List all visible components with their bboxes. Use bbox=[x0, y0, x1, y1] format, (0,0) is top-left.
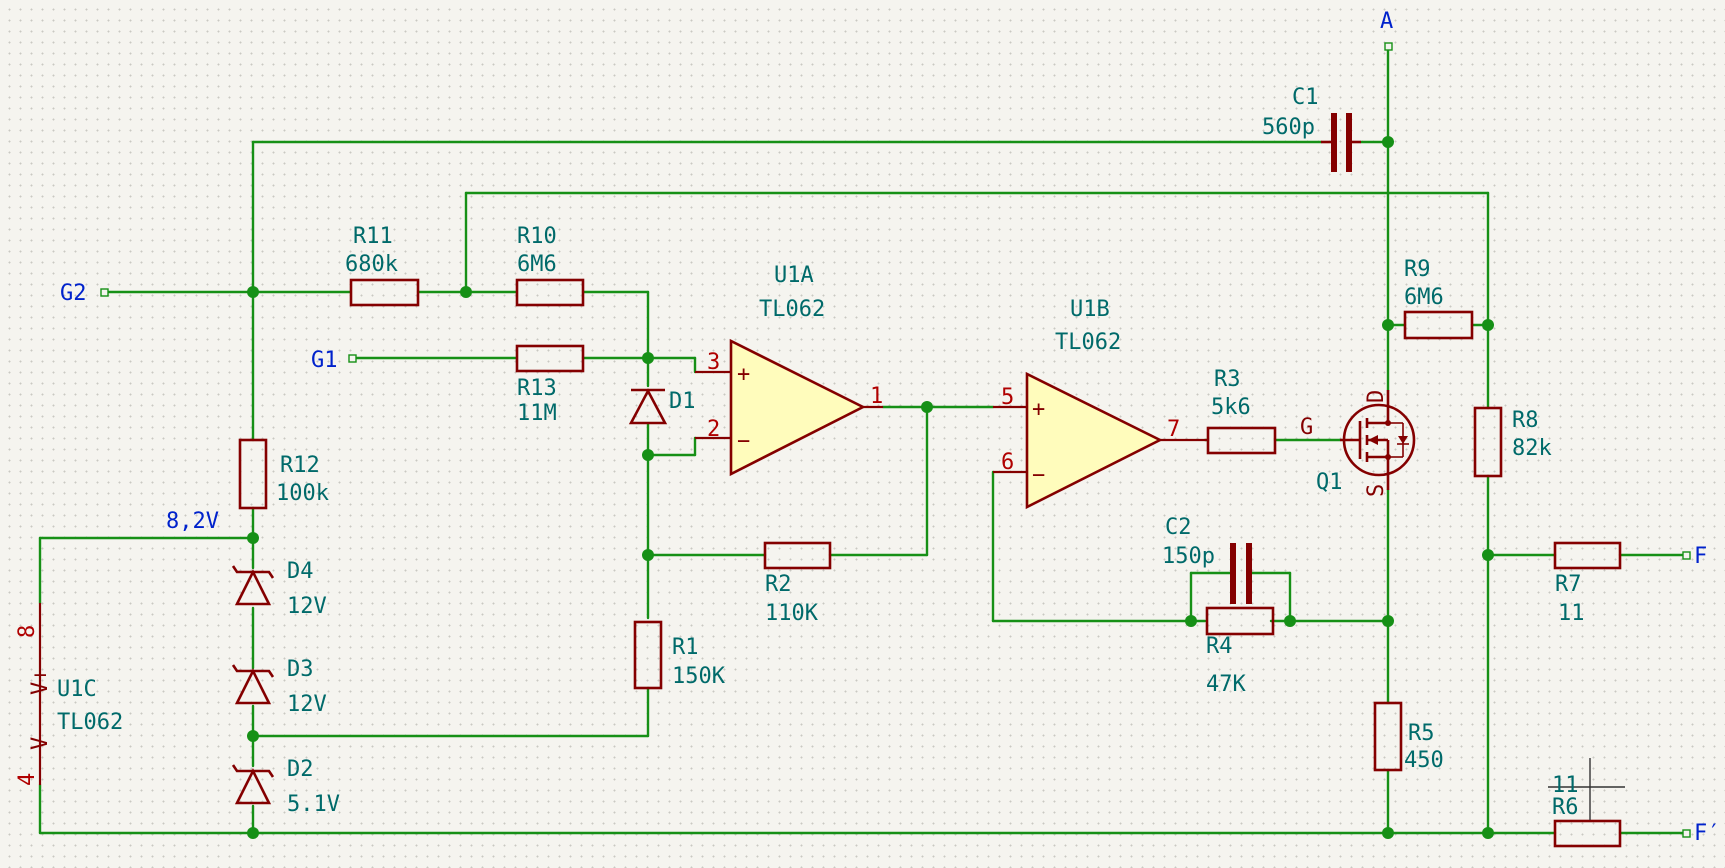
D4-ref: D4 bbox=[287, 559, 314, 584]
net-label-F: F bbox=[1694, 544, 1707, 569]
port-F-prime[interactable]: F′ bbox=[1682, 821, 1721, 846]
resistor-R2[interactable]: R2 110K bbox=[763, 541, 832, 626]
R13-ref: R13 bbox=[517, 376, 557, 401]
R12-value: 100k bbox=[276, 481, 329, 506]
R6-ref: R6 bbox=[1552, 795, 1579, 820]
D3-value: 12V bbox=[287, 692, 327, 717]
capacitor-C2[interactable]: C2 150p bbox=[1162, 515, 1252, 604]
U1B-plus-symbol: + bbox=[1032, 397, 1045, 422]
R7-ref: R7 bbox=[1555, 572, 1582, 597]
resistor-R5[interactable]: R5 450 bbox=[1373, 701, 1444, 773]
R13-value: 11M bbox=[517, 401, 557, 426]
capacitor-C1[interactable]: C1 560p bbox=[1262, 85, 1361, 172]
R8-value: 82k bbox=[1512, 436, 1552, 461]
U1A-ref: U1A bbox=[774, 263, 814, 288]
U1C-pin4: 4 bbox=[15, 773, 40, 786]
resistor-R12[interactable]: R12 100k bbox=[238, 438, 329, 510]
opamp-U1B[interactable]: + − 5 6 7 U1B TL062 bbox=[993, 297, 1208, 510]
Q1-ref: Q1 bbox=[1316, 470, 1343, 495]
R5-ref: R5 bbox=[1408, 721, 1435, 746]
C2-value: 150p bbox=[1162, 544, 1215, 569]
C1-value: 560p bbox=[1262, 115, 1315, 140]
D2-value: 5.1V bbox=[287, 792, 340, 817]
net-label-G1: G1 bbox=[311, 348, 338, 373]
resistor-R13[interactable]: R13 11M bbox=[515, 344, 585, 426]
diode-D1[interactable]: D1 bbox=[628, 388, 696, 425]
zener-D4[interactable]: D4 12V bbox=[231, 559, 327, 619]
zener-D2[interactable]: D2 5.1V bbox=[231, 757, 340, 817]
R11-value: 680k bbox=[345, 252, 398, 277]
resistor-R7[interactable]: R7 11 bbox=[1553, 541, 1622, 626]
U1C-vminus-label: V− bbox=[28, 724, 53, 751]
U1A-plus-symbol: + bbox=[737, 362, 750, 387]
junctions bbox=[247, 136, 1494, 839]
U1A-value: TL062 bbox=[759, 297, 825, 322]
D3-ref: D3 bbox=[287, 657, 314, 682]
R1-value: 150K bbox=[672, 664, 726, 689]
resistor-R9[interactable]: R9 6M6 bbox=[1403, 257, 1474, 340]
port-A[interactable]: A bbox=[1380, 9, 1393, 51]
opamp-U1C-power[interactable]: 8 4 V+ V− U1C TL062 bbox=[15, 603, 123, 786]
R11-ref: R11 bbox=[353, 224, 393, 249]
resistor-R4[interactable]: R4 47K bbox=[1205, 606, 1275, 697]
U1A-pin1: 1 bbox=[870, 384, 883, 409]
net-label-G2: G2 bbox=[60, 281, 87, 306]
U1B-value: TL062 bbox=[1055, 330, 1121, 355]
U1B-pin6: 6 bbox=[1001, 450, 1014, 475]
resistor-R8[interactable]: R8 82k bbox=[1473, 406, 1552, 478]
R7-value: 11 bbox=[1558, 601, 1585, 626]
R10-value: 6M6 bbox=[517, 252, 557, 277]
R1-ref: R1 bbox=[672, 635, 699, 660]
U1C-value: TL062 bbox=[57, 710, 123, 735]
R10-ref: R10 bbox=[517, 224, 557, 249]
opamp-U1A[interactable]: + − 3 2 1 U1A TL062 bbox=[695, 263, 883, 477]
Q1-gate-label: G bbox=[1300, 415, 1313, 440]
port-G1[interactable]: G1 bbox=[311, 348, 357, 373]
U1B-pin5: 5 bbox=[1001, 385, 1014, 410]
U1A-pin2: 2 bbox=[707, 417, 720, 442]
R9-ref: R9 bbox=[1404, 257, 1431, 282]
U1C-vplus-label: V+ bbox=[28, 669, 53, 696]
U1C-ref: U1C bbox=[57, 677, 97, 702]
R5-value: 450 bbox=[1404, 748, 1444, 773]
Q1-source-label: S bbox=[1364, 484, 1389, 497]
D4-value: 12V bbox=[287, 594, 327, 619]
U1B-minus-symbol: − bbox=[1032, 463, 1045, 488]
mosfet-Q1[interactable]: D S G Q1 bbox=[1300, 390, 1416, 497]
port-G2[interactable]: G2 bbox=[60, 281, 109, 306]
net-label-8-2V: 8,2V bbox=[166, 509, 219, 534]
zener-D3[interactable]: D3 12V bbox=[231, 657, 327, 717]
resistor-R1[interactable]: R1 150K bbox=[633, 620, 726, 690]
R8-ref: R8 bbox=[1512, 408, 1539, 433]
R4-value: 47K bbox=[1206, 672, 1246, 697]
R2-value: 110K bbox=[765, 601, 819, 626]
D2-ref: D2 bbox=[287, 757, 314, 782]
resistor-R3[interactable]: R3 bbox=[1206, 426, 1277, 455]
resistor-R11[interactable]: R11 680k bbox=[345, 224, 420, 307]
U1B-ref: U1B bbox=[1070, 297, 1110, 322]
Q1-drain-label: D bbox=[1364, 390, 1389, 403]
net-label-F-prime: F′ bbox=[1694, 821, 1721, 846]
R6-value: 11 bbox=[1552, 773, 1579, 798]
R4-ref: R4 bbox=[1206, 634, 1233, 659]
U1B-pin7: 7 bbox=[1167, 417, 1180, 442]
R2-ref: R2 bbox=[765, 572, 792, 597]
R12-ref: R12 bbox=[280, 453, 320, 478]
U1A-minus-symbol: − bbox=[737, 429, 750, 454]
R9-value: 6M6 bbox=[1404, 285, 1444, 310]
port-F[interactable]: F bbox=[1682, 544, 1707, 569]
resistor-R10[interactable]: R10 6M6 bbox=[515, 224, 585, 307]
C2-ref: C2 bbox=[1165, 515, 1192, 540]
net-label-A: A bbox=[1380, 9, 1393, 34]
D1-ref: D1 bbox=[669, 389, 696, 414]
C1-ref: C1 bbox=[1292, 85, 1319, 110]
resistor-R6[interactable]: 11 R6 bbox=[1548, 758, 1625, 848]
wires bbox=[38, 48, 1686, 835]
U1A-pin3: 3 bbox=[707, 350, 720, 375]
U1C-pin8: 8 bbox=[15, 625, 40, 638]
